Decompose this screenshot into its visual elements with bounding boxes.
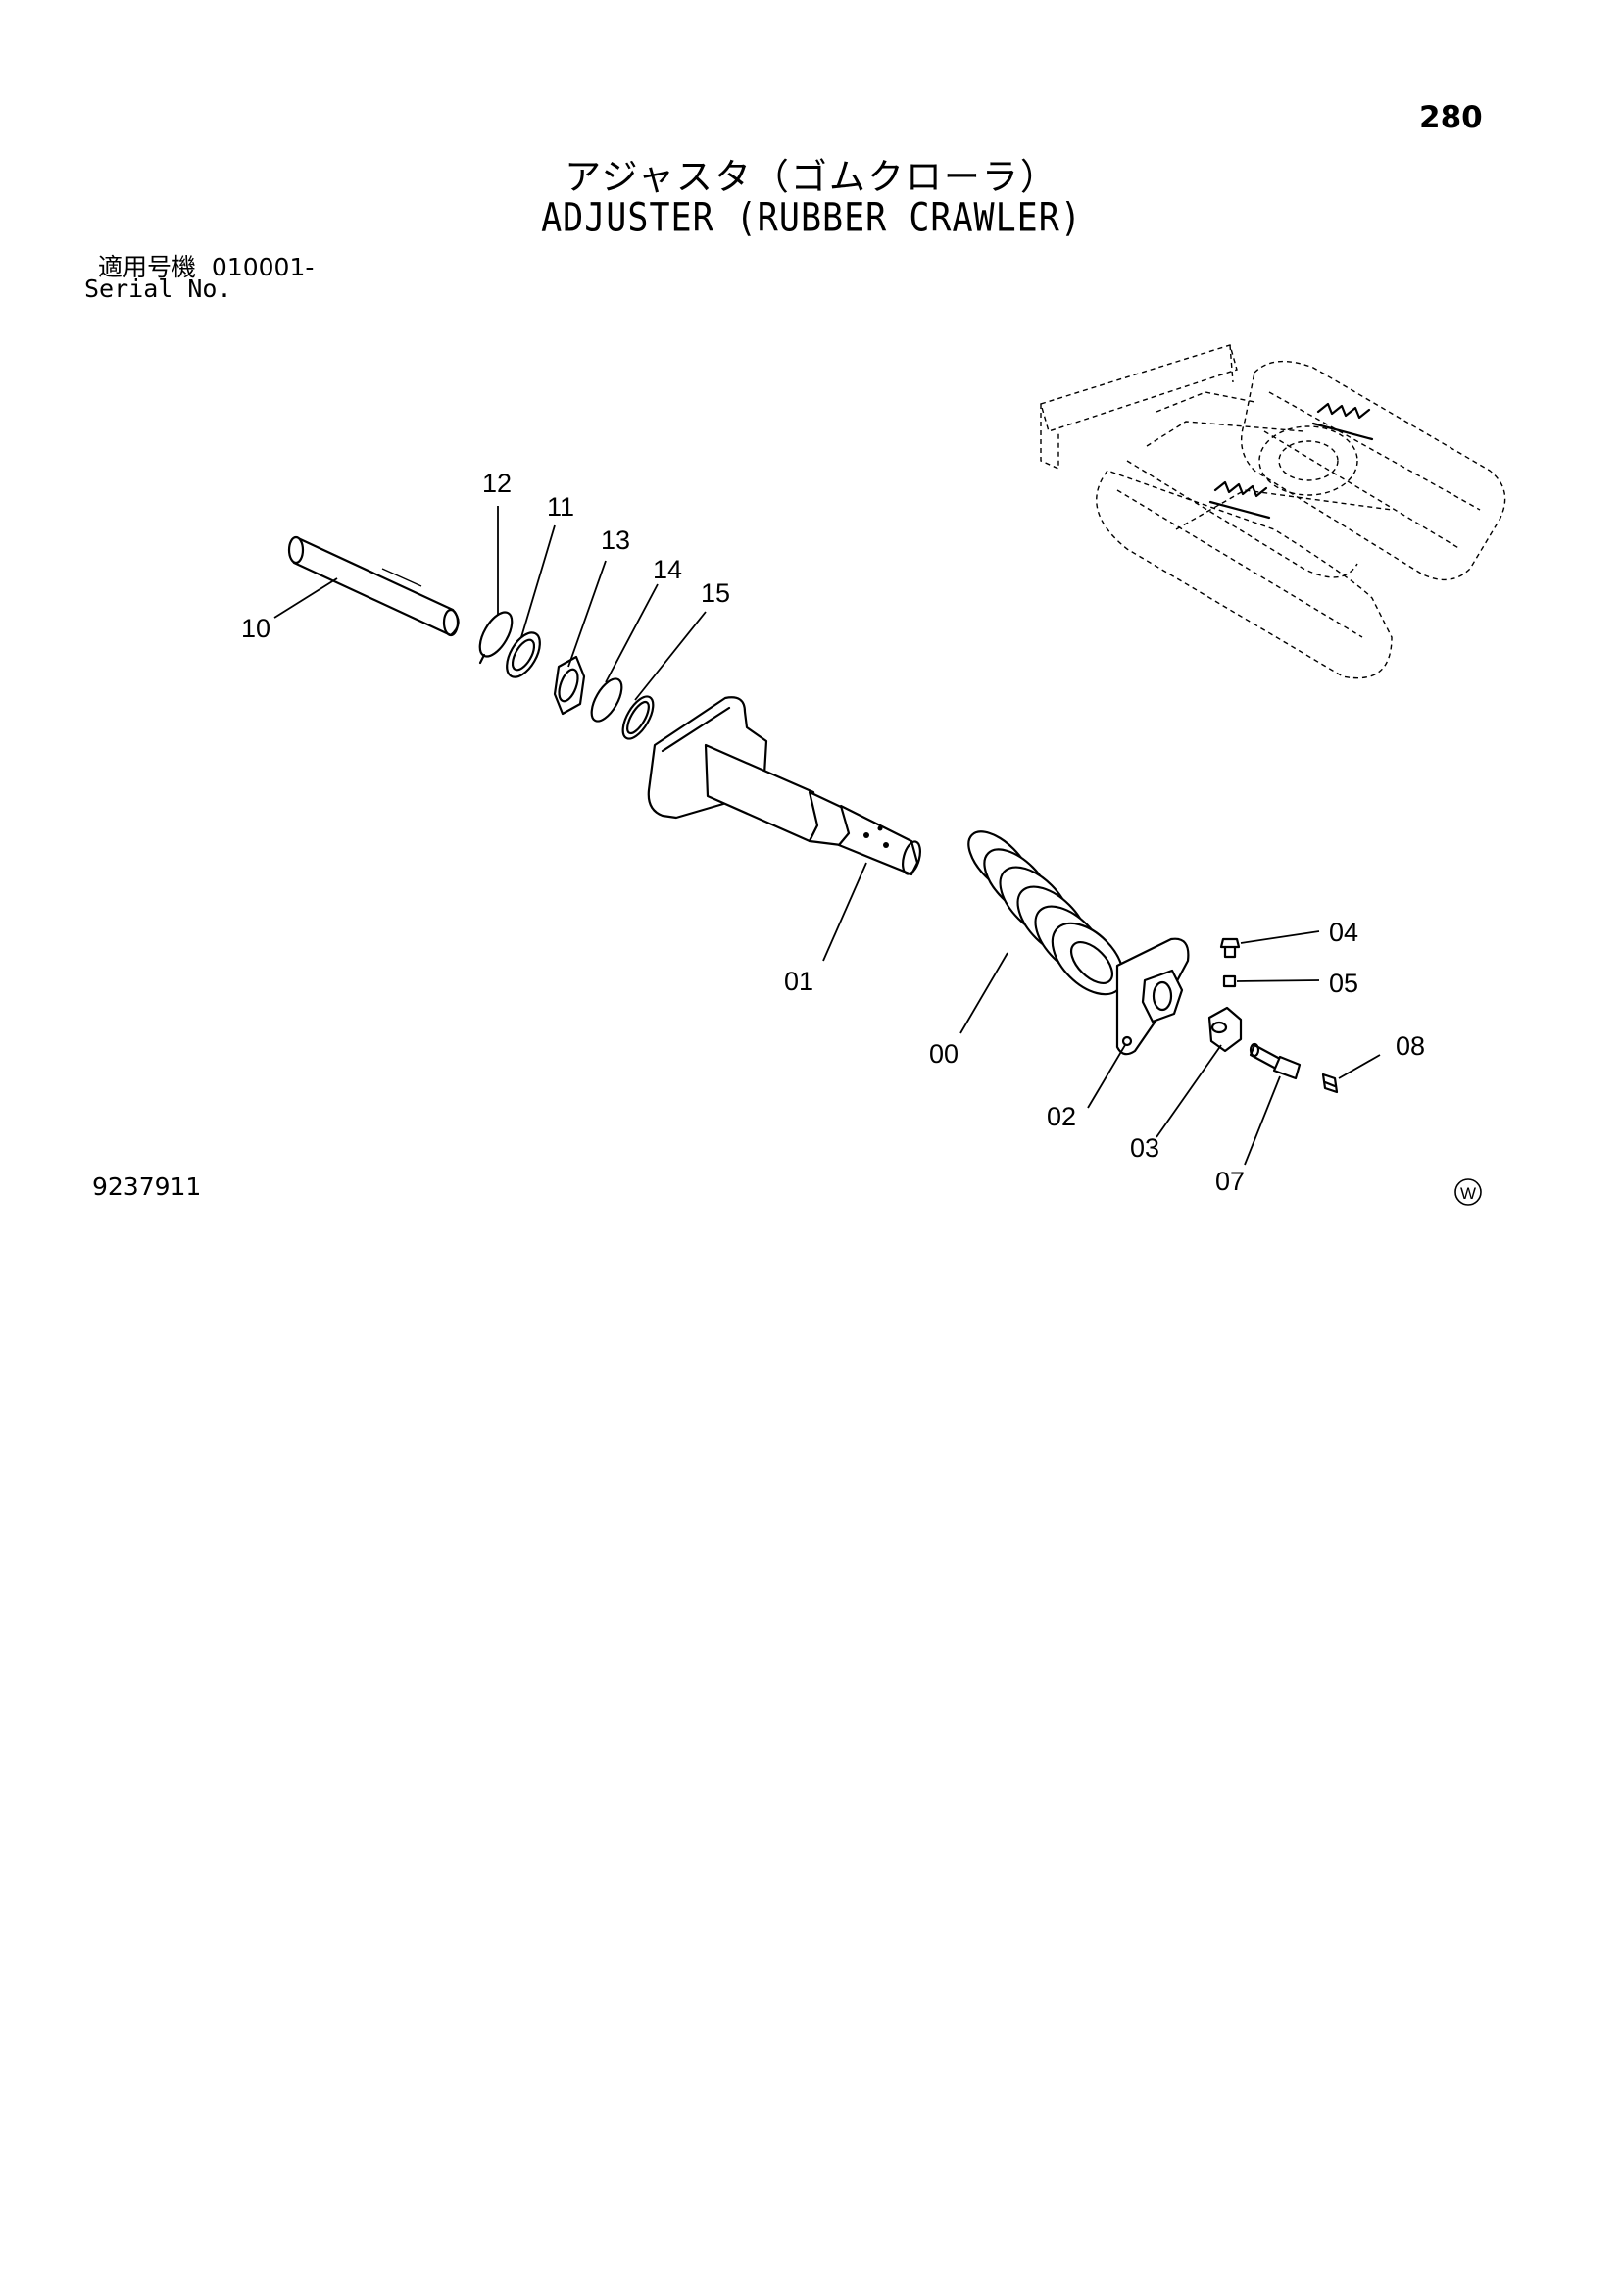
callout-14: 14: [653, 555, 682, 584]
svg-text:W: W: [1460, 1184, 1476, 1203]
title-japanese: アジャスタ（ゴムクローラ）: [565, 156, 1058, 198]
page-number: 280: [1419, 100, 1483, 135]
part-11-ring: [506, 631, 541, 678]
callout-07: 07: [1215, 1167, 1245, 1196]
serial-label-english: Serial No.: [84, 275, 232, 303]
callout-04: 04: [1329, 918, 1358, 947]
part-01-cylinder: [647, 696, 921, 876]
callout-15: 15: [701, 578, 730, 608]
callout-00: 00: [929, 1039, 959, 1069]
callout-01: 01: [784, 967, 813, 996]
part-03-block: [1207, 1006, 1243, 1053]
drawing-number: 9237911: [92, 1173, 202, 1201]
part-14-ring: [590, 677, 623, 723]
callout-08: 08: [1396, 1031, 1425, 1061]
w-mark-icon: W: [1454, 1178, 1482, 1206]
leader-lines: [273, 506, 1381, 1166]
serial-label-japanese: 適用号機: [98, 253, 197, 281]
callout-11: 11: [547, 492, 574, 522]
undercarriage-overview: [1040, 344, 1506, 679]
callout-labels: 12 11 13 14 15 10 01 00 04 05 08 02 03 0…: [241, 469, 1425, 1196]
callout-13: 13: [601, 525, 630, 555]
title-english: ADJUSTER (RUBBER CRAWLER): [541, 196, 1082, 241]
part-15-ring: [621, 695, 655, 740]
callout-02: 02: [1047, 1102, 1076, 1131]
callout-12: 12: [482, 469, 512, 498]
part-04-bolt: [1219, 937, 1241, 959]
callout-10: 10: [241, 614, 270, 643]
part-05-washer: [1222, 974, 1237, 988]
serial-range: 010001-: [211, 253, 315, 281]
part-02-plate: [1115, 937, 1190, 1056]
part-07-fitting: [1249, 1042, 1302, 1080]
part-08-cap: [1321, 1073, 1339, 1094]
callout-05: 05: [1329, 969, 1358, 998]
part-12-snap-ring: [478, 611, 514, 665]
serial-applicability: 適用号機 010001-: [98, 248, 314, 283]
part-13-nut: [553, 655, 586, 716]
part-00-spring: [967, 830, 1125, 996]
callout-03: 03: [1130, 1133, 1159, 1163]
part-10-rod: [287, 535, 460, 637]
